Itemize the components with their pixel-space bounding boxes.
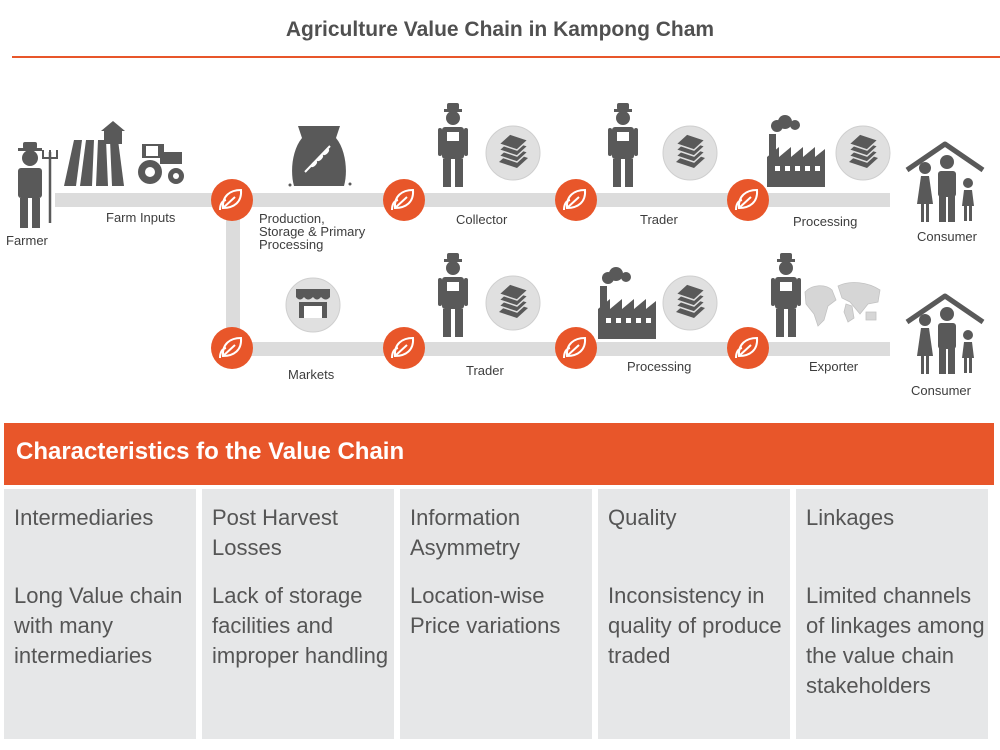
money-stack-icon bbox=[835, 125, 891, 181]
money-stack-icon bbox=[662, 275, 718, 331]
card-body: Location-wise Price variations bbox=[410, 583, 561, 638]
farm-inputs-label: Farm Inputs bbox=[106, 210, 176, 225]
leaf-node-icon bbox=[726, 178, 770, 222]
consumer-label-bottom: Consumer bbox=[911, 383, 971, 398]
card-post-harvest-losses: Post Harvest Losses Lack of storage faci… bbox=[202, 489, 394, 739]
card-title: Intermediaries bbox=[14, 505, 154, 530]
characteristics-banner: Characteristics fo the Value Chain bbox=[4, 423, 994, 485]
card-body: Lack of storage facilities and improper … bbox=[212, 583, 389, 668]
page-title: Agriculture Value Chain in Kampong Cham bbox=[285, 18, 715, 41]
trader-worker-icon bbox=[438, 253, 468, 337]
farmer-icon bbox=[18, 142, 58, 228]
field-icon bbox=[64, 121, 125, 186]
characteristics-heading: Characteristics fo the Value Chain bbox=[16, 438, 405, 465]
card-title: Linkages bbox=[806, 505, 895, 530]
processing-label-bottom: Processing bbox=[627, 359, 692, 374]
card-body: Long Value chain with many intermediarie… bbox=[14, 583, 183, 668]
family-icon bbox=[907, 296, 983, 374]
factory-icon bbox=[767, 115, 825, 187]
leaf-node-icon bbox=[210, 326, 254, 370]
trader-label-top: Trader bbox=[640, 212, 678, 227]
exporter-worker-icon bbox=[771, 253, 801, 337]
card-intermediaries: Intermediaries Long Value chain with man… bbox=[4, 489, 196, 739]
card-information-asymmetry: Information Asymmetry Location-wise Pric… bbox=[400, 489, 592, 739]
consumer-label-top: Consumer bbox=[917, 229, 977, 244]
card-title: Information Asymmetry bbox=[410, 505, 521, 560]
leaf-node-icon bbox=[210, 178, 254, 222]
market-stall-icon bbox=[285, 277, 341, 333]
processing-label-top: Processing bbox=[793, 214, 858, 229]
money-stack-icon bbox=[485, 275, 541, 331]
title-divider bbox=[12, 56, 1000, 58]
sack-icon bbox=[288, 126, 352, 187]
factory-icon bbox=[598, 267, 656, 339]
production-label: Production, Storage & Primary Processing bbox=[259, 211, 366, 252]
farmer-label: Farmer bbox=[6, 233, 48, 248]
leaf-node-icon bbox=[554, 178, 598, 222]
trader-worker-icon bbox=[608, 103, 638, 187]
leaf-node-icon bbox=[726, 326, 770, 370]
value-chain-diagram: Farmer Farm Inputs Production, Storage &… bbox=[0, 60, 1000, 420]
tractor-icon bbox=[138, 144, 184, 184]
collector-worker-icon bbox=[438, 103, 468, 187]
card-title: Post Harvest Losses bbox=[212, 505, 338, 560]
markets-label: Markets bbox=[288, 367, 335, 382]
money-stack-icon bbox=[485, 125, 541, 181]
trader-label-bottom: Trader bbox=[466, 363, 504, 378]
diagram-graphics bbox=[18, 103, 1000, 420]
card-linkages: Linkages Limited channels of linkages am… bbox=[796, 489, 988, 739]
exporter-label: Exporter bbox=[809, 359, 859, 374]
card-quality: Quality Inconsistency in quality of prod… bbox=[598, 489, 790, 739]
card-body: Limited channels of linkages among the v… bbox=[806, 583, 985, 698]
money-stack-icon bbox=[662, 125, 718, 181]
collector-label: Collector bbox=[456, 212, 508, 227]
leaf-node-icon bbox=[554, 326, 598, 370]
leaf-node-icon bbox=[382, 326, 426, 370]
family-icon bbox=[907, 144, 983, 222]
world-map-icon bbox=[804, 282, 881, 327]
card-body: Inconsistency in quality of produce trad… bbox=[608, 583, 782, 668]
card-title: Quality bbox=[608, 505, 677, 530]
